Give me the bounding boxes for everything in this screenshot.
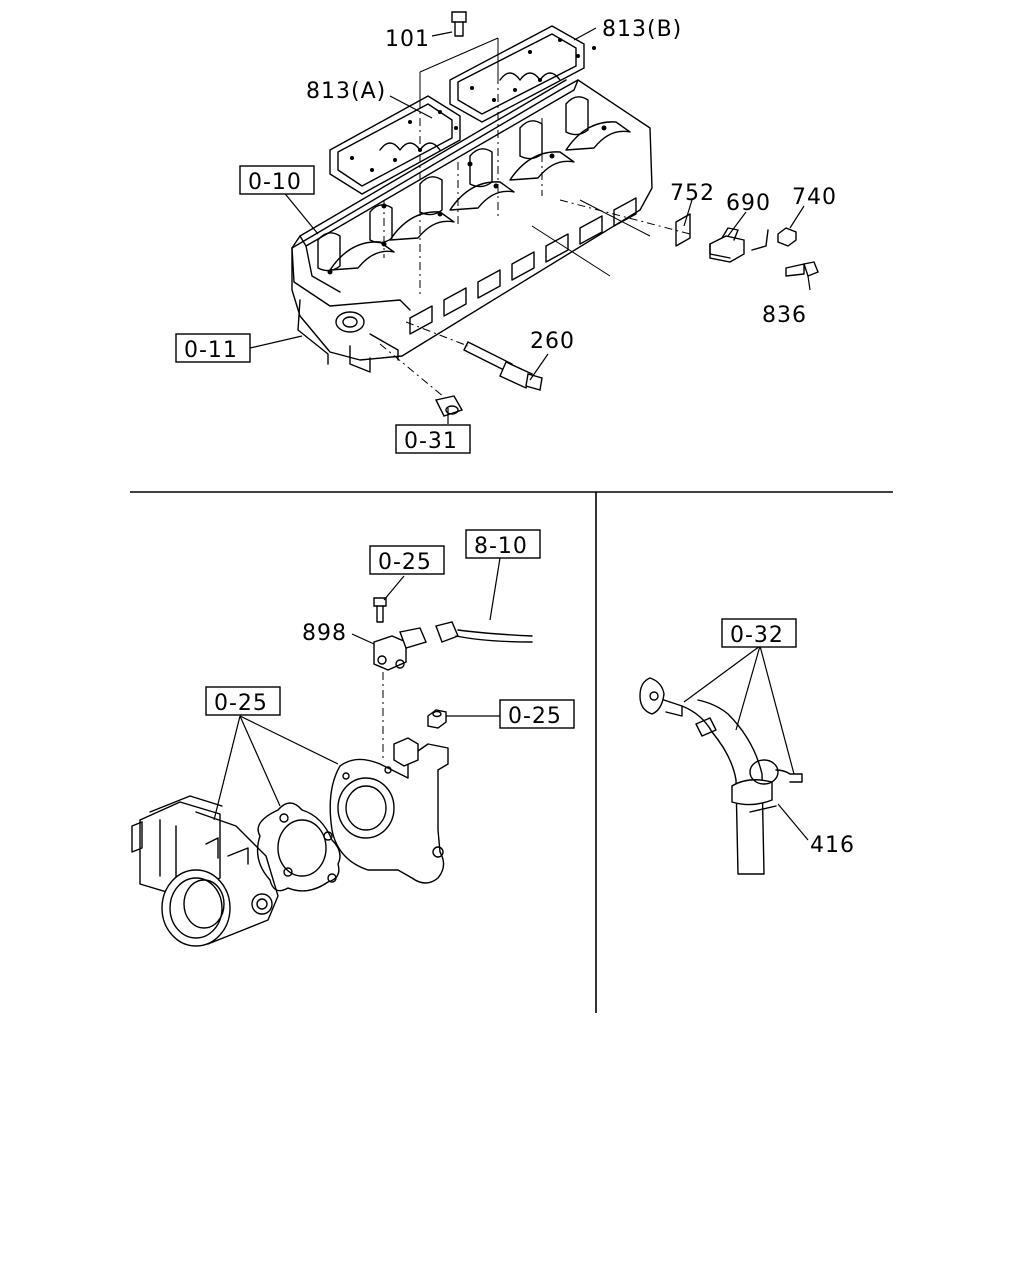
callout-740: 740 xyxy=(792,185,837,210)
callout-416: 416 xyxy=(810,833,855,858)
callout-836: 836 xyxy=(762,303,807,328)
svg-text:0-25: 0-25 xyxy=(508,704,562,729)
sensor-690-drawing xyxy=(709,227,745,263)
ref-box-0-31: 0-31 xyxy=(395,424,471,454)
svg-text:0-11: 0-11 xyxy=(184,338,238,363)
svg-text:0-10: 0-10 xyxy=(248,170,302,195)
leader-lines xyxy=(213,27,811,841)
ref-box-0-32: 0-32 xyxy=(721,618,797,648)
throttle-gasket-drawing xyxy=(256,802,341,892)
gasket-813b-drawing xyxy=(449,25,596,123)
cylinder-head-drawing xyxy=(291,79,653,373)
callout-690: 690 xyxy=(726,191,771,216)
ref-box-0-25-left: 0-25 xyxy=(205,686,281,716)
bolt-025-drawing xyxy=(373,597,387,623)
callout-898: 898 xyxy=(302,621,347,646)
throttle-body-drawing xyxy=(131,795,279,947)
nut-740-drawing xyxy=(751,227,797,251)
sensor-898-drawing xyxy=(373,627,427,671)
svg-text:0-25: 0-25 xyxy=(214,691,268,716)
callout-752: 752 xyxy=(670,181,715,206)
ref-box-8-10: 8-10 xyxy=(465,529,541,559)
ref-box-0-25-upper: 0-25 xyxy=(369,545,445,575)
egr-housing-drawing xyxy=(329,737,449,884)
bolt-101-drawing xyxy=(451,11,467,37)
callout-813a: 813(A) xyxy=(306,79,386,104)
ref-box-0-11: 0-11 xyxy=(175,333,251,363)
svg-text:0-32: 0-32 xyxy=(730,623,784,648)
gasket-752-drawing xyxy=(675,213,691,247)
svg-text:0-25: 0-25 xyxy=(378,550,432,575)
ref-box-0-10: 0-10 xyxy=(239,165,315,195)
bolt-836-drawing xyxy=(785,261,819,277)
plug-031-drawing xyxy=(434,395,464,417)
callout-260: 260 xyxy=(530,329,575,354)
svg-text:0-31: 0-31 xyxy=(404,429,458,454)
assembly-guide-lines xyxy=(379,37,691,403)
glow-plug-260-drawing xyxy=(405,321,543,391)
svg-text:8-10: 8-10 xyxy=(474,534,528,559)
ref-box-0-25-right: 0-25 xyxy=(499,699,575,729)
nut-025-drawing xyxy=(427,709,447,729)
callout-101: 101 xyxy=(385,27,430,52)
gasket-813a-drawing xyxy=(329,95,461,195)
callout-813b: 813(B) xyxy=(602,17,682,42)
harness-810-drawing xyxy=(435,621,533,643)
pipe-416-drawing xyxy=(639,677,803,875)
